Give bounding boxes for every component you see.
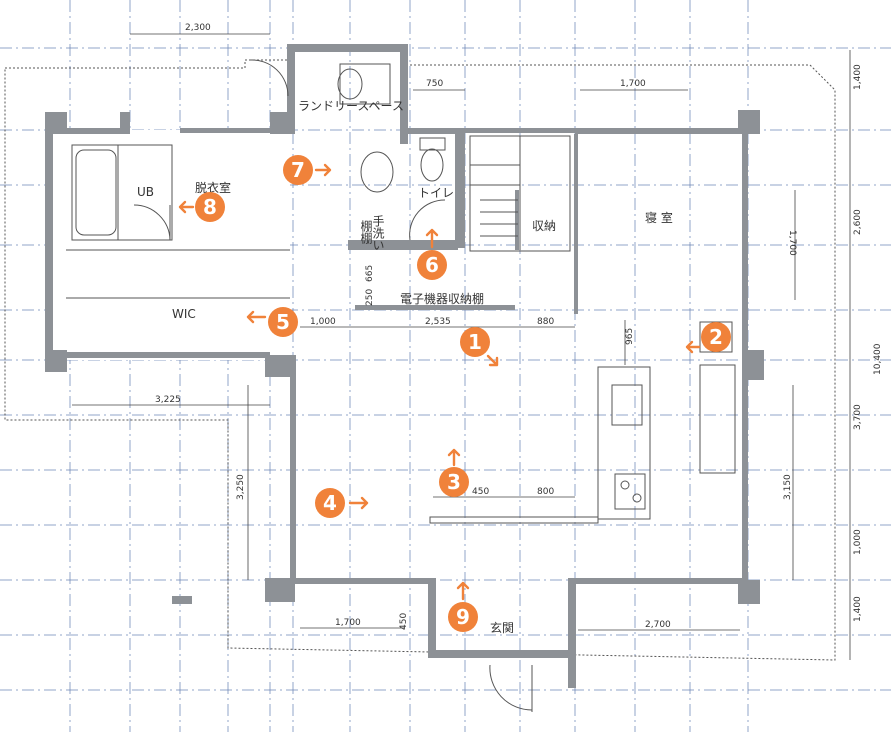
dim-label: 3,250: [236, 474, 246, 500]
marker-4[interactable]: 4: [315, 488, 369, 518]
dim-label: 1,700: [335, 618, 361, 628]
dim-label: 1,000: [853, 529, 863, 555]
dim-label: 2,700: [645, 620, 671, 630]
washing-machine: [337, 68, 363, 100]
dim-label: 750: [426, 79, 443, 89]
dim-label: 2,600: [853, 209, 863, 235]
svg-text:8: 8: [203, 195, 217, 219]
dim-label: 800: [537, 487, 554, 497]
dim-label: 1,400: [853, 596, 863, 622]
marker-9[interactable]: 9: [448, 581, 478, 632]
marker-3[interactable]: 3: [439, 448, 469, 497]
svg-text:1: 1: [468, 330, 482, 354]
dim-label: 1,400: [853, 64, 863, 90]
dim-label: 250: [365, 289, 375, 306]
marker-1[interactable]: 1: [460, 327, 499, 367]
dim-label: 10,400: [873, 343, 883, 375]
dim-label: 450: [472, 487, 489, 497]
bathtub: [71, 144, 173, 241]
dimension-lines: [72, 33, 851, 660]
dim-label: 665: [365, 265, 375, 282]
marker-2[interactable]: 2: [685, 322, 731, 354]
stairs: [469, 135, 571, 252]
room-entrance: 玄関: [490, 620, 514, 635]
room-ub: UB: [137, 185, 154, 199]
room-laundry: ランドリースペース: [298, 99, 404, 113]
walls: [45, 44, 764, 688]
dim-label: 2,300: [185, 23, 211, 33]
svg-text:5: 5: [276, 310, 290, 334]
svg-text:3: 3: [447, 470, 461, 494]
dim-label: 880: [537, 317, 554, 327]
svg-text:7: 7: [291, 158, 305, 182]
dim-label: 450: [399, 613, 409, 630]
room-dressing: 脱衣室: [195, 180, 231, 195]
room-bedroom: 寝 室: [645, 210, 673, 225]
bath-door: [133, 204, 171, 241]
cabinet-label: 棚棚: [359, 219, 373, 245]
room-storage: 収納: [532, 219, 556, 233]
dim-label: 3,700: [853, 404, 863, 430]
svg-text:2: 2: [709, 325, 723, 349]
washbasin: [360, 151, 394, 193]
dim-label: 2,535: [425, 317, 451, 327]
room-toilet: トイレ: [418, 186, 454, 200]
marker-6[interactable]: 6: [417, 228, 447, 280]
marker-7[interactable]: 7: [283, 155, 332, 185]
dim-label: 965: [625, 328, 635, 345]
dim-label: 1,000: [310, 317, 336, 327]
svg-text:4: 4: [323, 491, 337, 515]
toilet-fixture: [419, 137, 446, 182]
counter-top: [429, 516, 599, 524]
marker-8[interactable]: 8: [178, 192, 225, 222]
marker-5[interactable]: 5: [246, 307, 298, 337]
handwash-label: 手洗い: [371, 215, 385, 251]
dim-label: 3,150: [783, 474, 793, 500]
svg-text:9: 9: [456, 605, 470, 629]
kitchen-counter: [597, 321, 736, 520]
dim-label: 1,700: [620, 79, 646, 89]
entrance-door: [489, 664, 533, 711]
dim-label: 1,700: [787, 230, 797, 256]
dim-label: 3,225: [155, 395, 181, 405]
appliance-shelf: 電子機器収納棚: [400, 291, 484, 306]
room-wic: WIC: [172, 307, 196, 321]
svg-text:6: 6: [425, 253, 439, 277]
